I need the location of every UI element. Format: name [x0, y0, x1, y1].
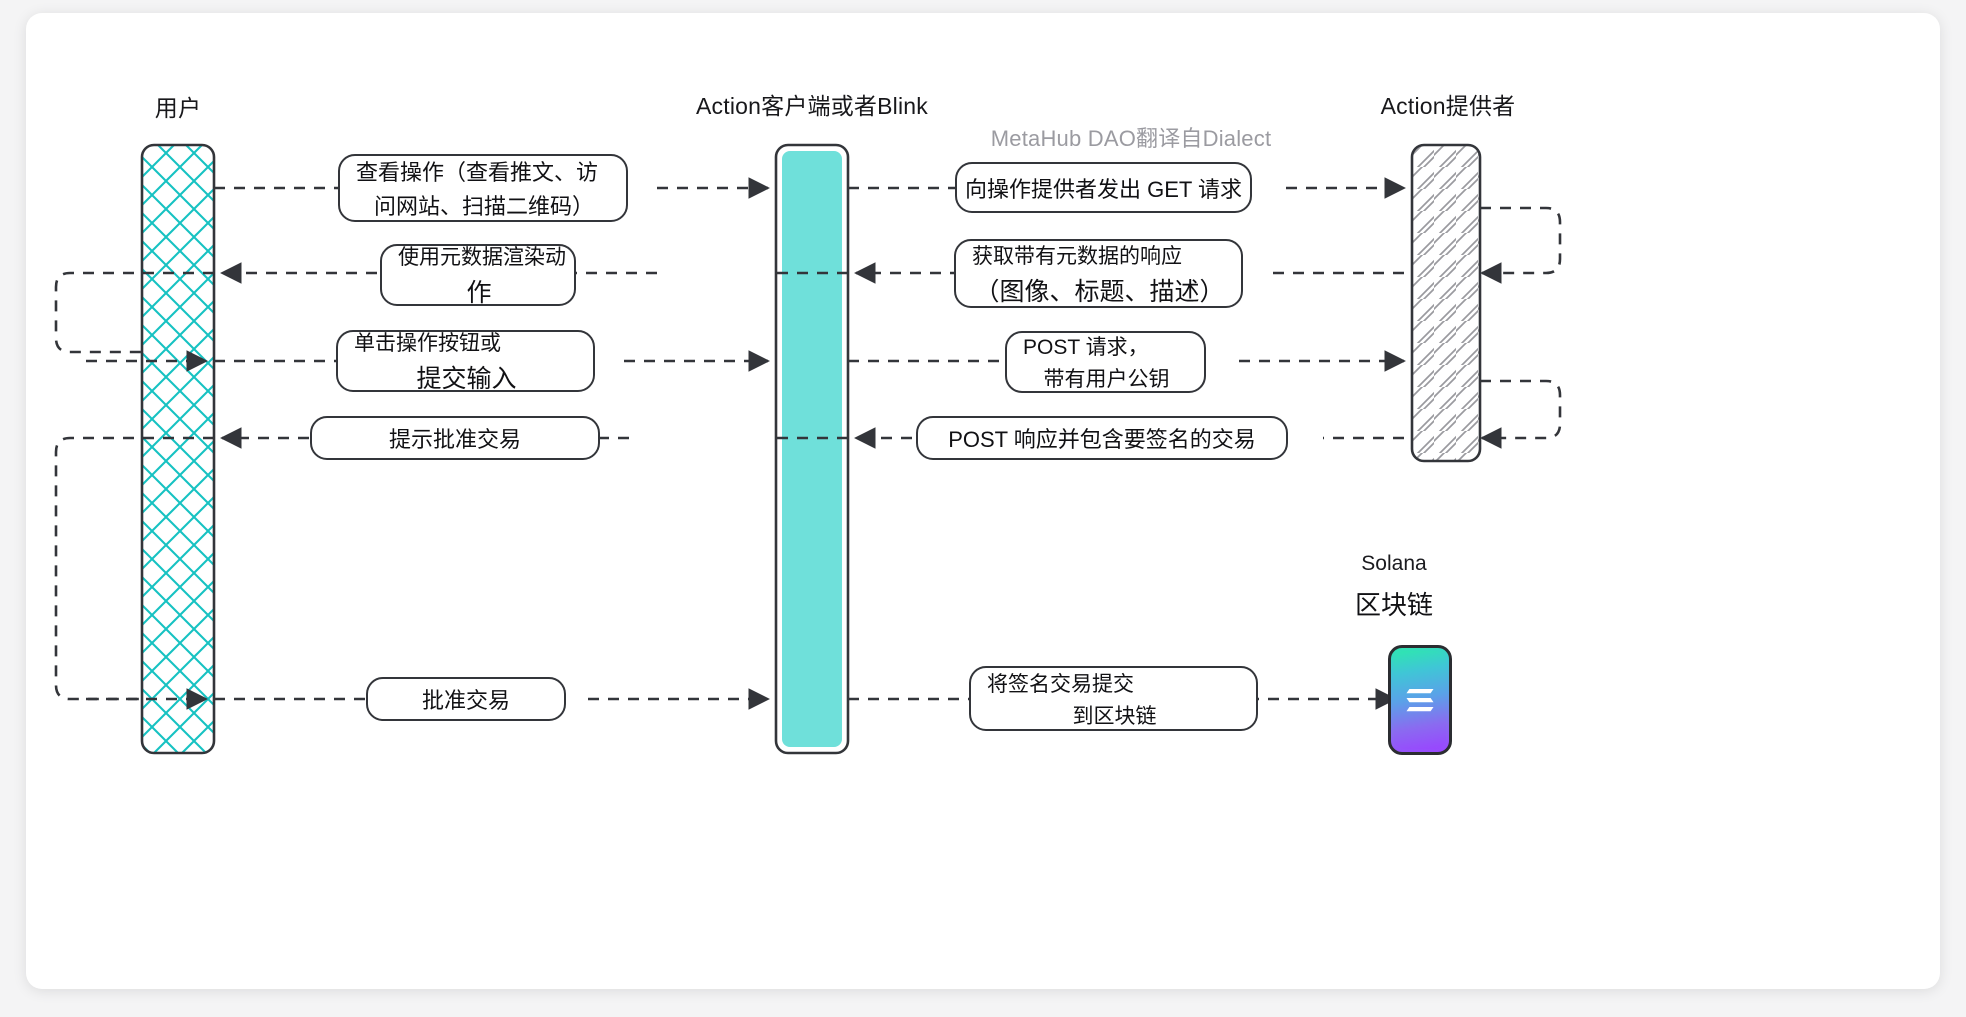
- loop-left-lower: [54, 436, 214, 701]
- message-m10-line2: 到区块链: [1072, 704, 1157, 728]
- message-m1-line2: 问网站、扫描二维码）: [373, 194, 594, 219]
- message-m4-line1: 获取带有元数据的响应: [972, 244, 1182, 268]
- message-m6-line2: 带有用户公钥: [1043, 368, 1170, 391]
- loop-right-lower: [1480, 379, 1562, 440]
- message-m2-line1: 向操作提供者发出 GET 请求: [964, 176, 1243, 202]
- solana-blockchain-node: [1388, 645, 1452, 755]
- message-m5-line2: 提交输入: [416, 365, 517, 393]
- loop-right-upper: [1480, 206, 1562, 275]
- actor-label-action-provider: Action提供者: [1380, 93, 1516, 119]
- watermark-attribution: MetaHub DAO翻译自Dialect: [990, 126, 1272, 151]
- actor-label-user: 用户: [154, 95, 202, 121]
- blockchain-label-cn: 区块链: [1354, 590, 1434, 620]
- blockchain-name: Solana: [1361, 552, 1427, 575]
- lifeline-action-client: [774, 143, 850, 755]
- diagram-canvas: 用户 Action客户端或者Blink Action提供者 MetaHub DA…: [26, 13, 1940, 989]
- message-m10-line1: 将签名交易提交: [987, 672, 1134, 696]
- loop-left-upper: [54, 271, 214, 354]
- message-box-m5: 单击操作按钮或 提交输入: [336, 330, 595, 393]
- message-m3-line1: 使用元数据渲染动: [398, 246, 566, 269]
- message-m6-line1: POST 请求，: [1023, 336, 1149, 359]
- message-box-m8: POST 响应并包含要签名的交易: [916, 416, 1288, 460]
- message-m3-line2: 作: [466, 279, 492, 307]
- message-m8-line1: POST 响应并包含要签名的交易: [948, 427, 1256, 452]
- message-box-m6: POST 请求， 带有用户公钥: [1005, 331, 1206, 393]
- message-m4-line2: （图像、标题、描述）: [974, 277, 1225, 306]
- actor-label-action-client: Action客户端或者Blink: [696, 93, 928, 119]
- lifeline-user: [140, 143, 216, 755]
- solana-chip-inner: [1394, 651, 1446, 749]
- message-box-m4: 获取带有元数据的响应 （图像、标题、描述）: [954, 239, 1243, 308]
- blockchain-title: Solana 区块链: [1355, 552, 1433, 622]
- message-box-m10: 将签名交易提交 到区块链: [969, 666, 1258, 731]
- message-m9-line1: 批准交易: [421, 688, 510, 713]
- message-box-m7: 提示批准交易: [310, 416, 600, 460]
- message-box-m3: 使用元数据渲染动 作: [380, 244, 576, 307]
- lifeline-action-provider: [1410, 143, 1482, 463]
- message-box-m2: 向操作提供者发出 GET 请求: [955, 162, 1252, 213]
- sequence-diagram-svg: [54, 143, 1562, 755]
- solana-logo-icon: [1406, 689, 1434, 712]
- message-box-m1: 查看操作（查看推文、访 问网站、扫描二维码）: [338, 154, 628, 222]
- message-m5-line1: 单击操作按钮或: [354, 332, 501, 355]
- message-m1-line1: 查看操作（查看推文、访: [356, 160, 599, 185]
- message-box-m9: 批准交易: [366, 677, 566, 721]
- message-m7-line1: 提示批准交易: [388, 427, 521, 452]
